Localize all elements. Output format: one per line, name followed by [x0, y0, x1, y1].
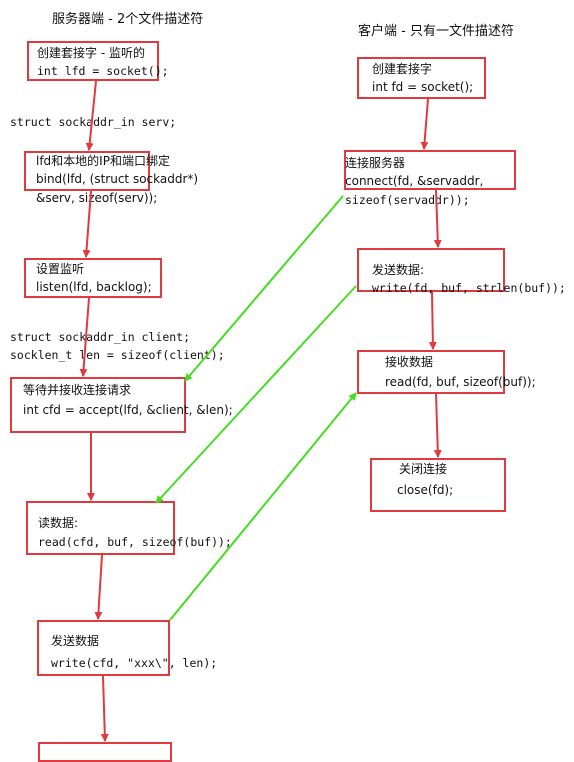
server-bind-box — [24, 151, 150, 191]
server-create-socket-box — [27, 41, 159, 81]
arrow-socket-to-bind — [85, 80, 97, 151]
arrow-read-to-close — [433, 393, 442, 458]
server-client-declaration: struct sockaddr_in client; — [10, 330, 191, 344]
arrow-bind-to-listen — [82, 190, 92, 258]
client-create-socket-label: 创建套接字 — [372, 62, 433, 76]
arrow-client-write-to-server-read — [155, 285, 357, 504]
server-listen-box — [24, 258, 162, 298]
arrow-server-write-to-client-read — [169, 392, 357, 621]
client-read-box — [357, 350, 505, 394]
server-read-label: 读数据: — [38, 516, 79, 530]
client-close-code: close(fd); — [397, 483, 454, 497]
server-write-label: 发送数据 — [51, 634, 100, 648]
server-bind-label: lfd和本地的IP和端口绑定 — [36, 154, 170, 168]
client-connect-code-1: connect(fd, &servaddr, — [345, 174, 484, 188]
client-connect-label: 连接服务器 — [345, 156, 406, 170]
server-accept-code: int cfd = accept(lfd, &client, &len); — [23, 403, 233, 417]
server-listen-label: 设置监听 — [36, 262, 85, 276]
arrow-client-socket-to-connect — [420, 98, 429, 150]
arrow-connect-to-accept — [184, 195, 344, 382]
arrow-write-to-read — [428, 291, 437, 350]
arrow-connect-to-write — [433, 189, 442, 248]
server-bind-code-1: bind(lfd, (struct sockaddr*) — [36, 172, 199, 186]
client-connect-box — [344, 150, 516, 190]
server-create-socket-code: int lfd = socket(); — [37, 64, 169, 78]
server-serv-declaration: struct sockaddr_in serv; — [10, 115, 177, 129]
client-write-box — [357, 248, 505, 292]
arrow-listen-to-accept — [79, 297, 90, 377]
server-write-box — [37, 620, 170, 676]
client-close-label: 关闭连接 — [399, 462, 448, 476]
client-read-label: 接收数据 — [385, 355, 434, 369]
server-create-socket-label: 创建套接字 - 监听的 — [37, 46, 145, 60]
server-len-declaration: socklen_t len = sizeof(client); — [10, 348, 225, 362]
server-accept-label: 等待并接收连接请求 — [23, 383, 132, 397]
client-write-label: 发送数据: — [372, 263, 425, 277]
client-connect-code-2: sizeof(servaddr)); — [345, 193, 470, 207]
server-bind-code-2: &serv, sizeof(serv)); — [36, 191, 158, 205]
server-read-box — [26, 501, 175, 555]
server-write-code: write(cfd, "xxx\", len); — [51, 656, 218, 670]
client-create-socket-box — [357, 57, 486, 99]
server-accept-box — [10, 377, 186, 433]
client-create-socket-code: int fd = socket(); — [372, 80, 474, 94]
client-write-code: write(fd, buf, strlen(buf)); — [372, 281, 566, 295]
server-read-code: read(cfd, buf, sizeof(buf)); — [38, 535, 232, 549]
server-title: 服务器端 - 2个文件描述符 — [52, 12, 204, 27]
client-close-box — [370, 458, 506, 512]
client-title: 客户端 - 只有一文件描述符 — [358, 24, 514, 39]
arrow-write-to-next — [100, 675, 109, 742]
server-listen-code: listen(lfd, backlog); — [36, 280, 152, 294]
client-read-code: read(fd, buf, sizeof(buf)); — [385, 375, 536, 389]
arrow-read-to-write — [94, 554, 103, 620]
